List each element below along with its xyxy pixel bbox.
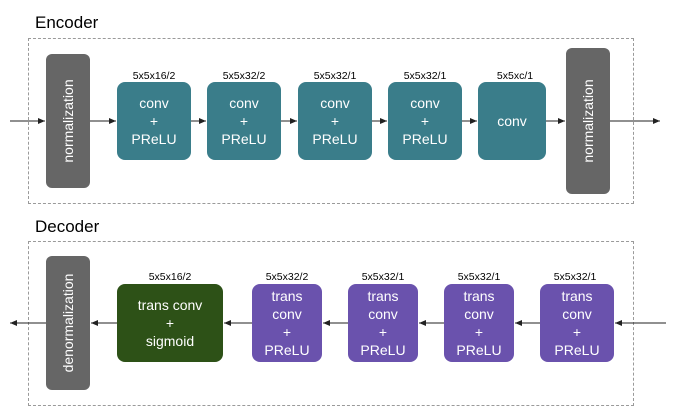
block-line: conv [272, 306, 302, 322]
decoder-trans-conv-block-3: trans conv + PReLU [444, 284, 514, 362]
decoder-kernel-label-4: 5x5x32/1 [553, 271, 597, 283]
block-line: conv [139, 95, 169, 111]
decoder-trans-conv-sigmoid-block: trans conv + sigmoid [117, 284, 223, 362]
block-line: trans conv [137, 297, 203, 313]
encoder-title: Encoder [35, 13, 99, 32]
decoder-trans-conv-block-4: trans conv + PReLU [540, 284, 614, 362]
block-line: + [165, 315, 175, 331]
block-line: conv [562, 306, 592, 322]
block-line: conv [410, 95, 440, 111]
encoder-conv-block-5: conv [478, 82, 546, 160]
encoder-kernel-label-1: 5x5x16/2 [132, 70, 176, 82]
block-line: trans [463, 288, 495, 304]
block-line: trans [271, 288, 303, 304]
block-line: PReLU [221, 131, 267, 147]
block-line: conv [320, 95, 350, 111]
encoder-conv-block-4: conv + PReLU [388, 82, 462, 160]
decoder-kernel-label-2: 5x5x32/1 [361, 271, 405, 283]
encoder-conv-block-3: conv + PReLU [298, 82, 372, 160]
block-line: sigmoid [145, 333, 195, 349]
block-line: PReLU [264, 342, 310, 358]
decoder-trans-conv-block-2: trans conv + PReLU [348, 284, 418, 362]
block-line: trans [367, 288, 399, 304]
block-line: conv [464, 306, 494, 322]
decoder-output-kernel-label: 5x5x16/2 [148, 271, 192, 283]
encoder-kernel-label-4: 5x5x32/1 [403, 70, 447, 82]
encoder-kernel-label-2: 5x5x32/2 [222, 70, 266, 82]
block-line: + [330, 113, 340, 129]
block-line: PReLU [554, 342, 600, 358]
block-line: + [378, 324, 388, 340]
block-line: PReLU [402, 131, 448, 147]
block-line: + [149, 113, 159, 129]
decoder-trans-conv-block-1: trans conv + PReLU [252, 284, 322, 362]
decoder-kernel-label-3: 5x5x32/1 [457, 271, 501, 283]
block-line: + [474, 324, 484, 340]
encoder-conv-block-1: conv + PReLU [117, 82, 191, 160]
encoder-conv-block-2: conv + PReLU [207, 82, 281, 160]
block-line: PReLU [131, 131, 177, 147]
block-line: conv [497, 113, 527, 129]
block-line: + [282, 324, 292, 340]
block-line: PReLU [312, 131, 358, 147]
encoder-normalization-out: normalization [566, 48, 610, 194]
decoder-denormalization: denormalization [46, 256, 90, 390]
block-line: PReLU [360, 342, 406, 358]
block-line: + [572, 324, 582, 340]
block-line: + [420, 113, 430, 129]
block-line: conv [368, 306, 398, 322]
block-line: conv [229, 95, 259, 111]
block-line: PReLU [456, 342, 502, 358]
block-line: + [239, 113, 249, 129]
encoder-kernel-label-3: 5x5x32/1 [313, 70, 357, 82]
encoder-kernel-label-5: 5x5xc/1 [496, 70, 534, 82]
decoder-title: Decoder [35, 217, 100, 236]
encoder-normalization-in: normalization [46, 54, 90, 188]
block-line: trans [561, 288, 593, 304]
decoder-kernel-label-1: 5x5x32/2 [265, 271, 309, 283]
